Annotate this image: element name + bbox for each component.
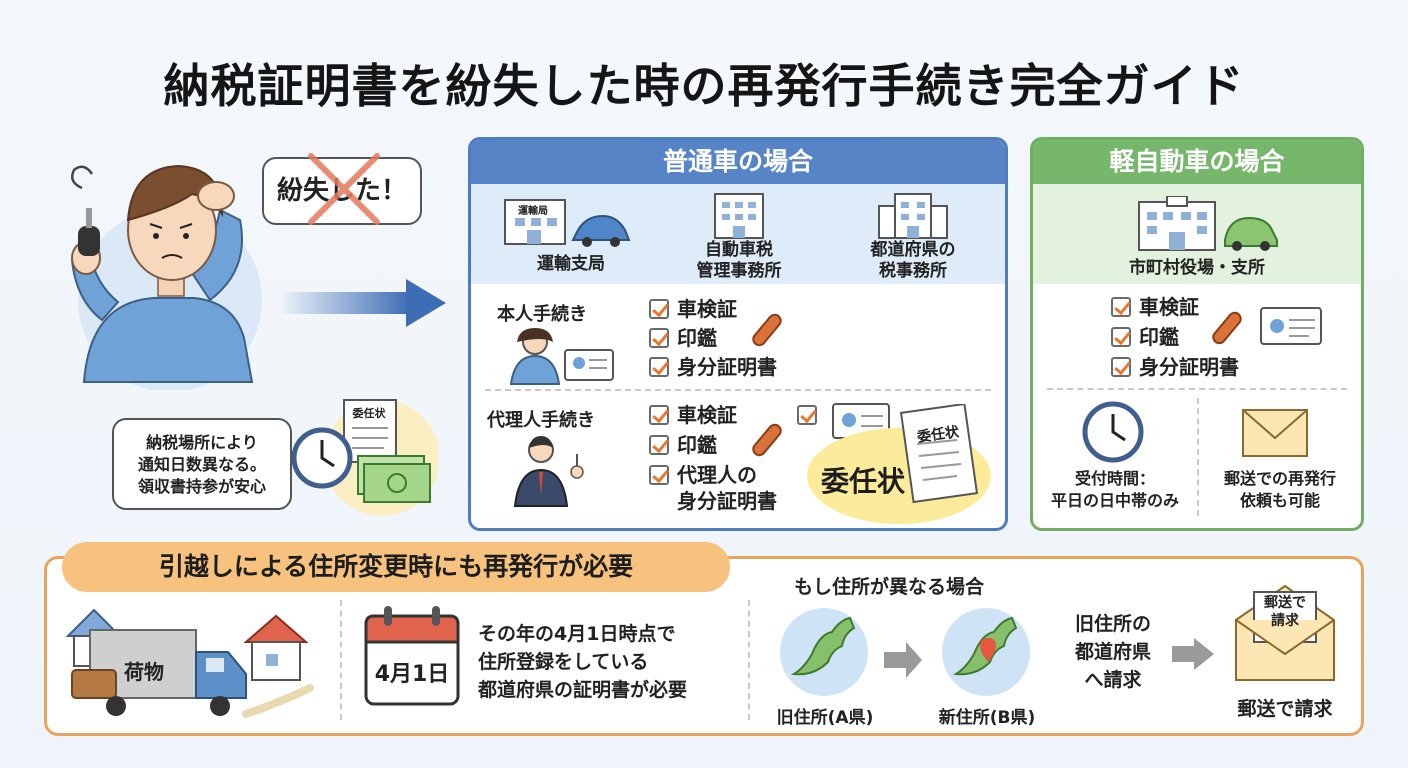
seal-stamp-icon <box>752 313 782 347</box>
column-divider <box>748 600 750 720</box>
clock-icon <box>1082 401 1144 463</box>
envelope-icon <box>1242 409 1308 457</box>
checkbox-icon <box>649 328 669 348</box>
kei-item-3: 身分証明書 <box>1111 354 1239 380</box>
proxy-item-3: 代理人の 身分証明書 <box>649 462 777 514</box>
flow-arrow-head <box>406 279 446 327</box>
proxy-item-2: 印鑑 <box>649 432 717 458</box>
flow-arrow-shaft <box>278 292 410 314</box>
proxy-procedure-label: 代理人手続き <box>487 410 595 431</box>
self-item-1: 車検証 <box>649 296 737 322</box>
regular-car-header: 普通車の場合 <box>471 140 1005 184</box>
city-hall-car-icon <box>1138 196 1278 251</box>
kei-car-panel: 軽自動車の場合 市町村役場・支所 車検証 印鑑 身分証明書 受付時間： 平日の日… <box>1030 137 1364 531</box>
request-old-prefecture: 旧住所の 都道府県 へ請求 <box>1074 613 1151 691</box>
tax-office-building-icon <box>714 193 764 239</box>
checkbox-icon <box>649 435 669 455</box>
mail-request-note: 郵送での再発行 依頼も可能 <box>1223 469 1336 510</box>
checkbox-icon <box>1111 357 1131 377</box>
seal-stamp-icon <box>1212 311 1242 345</box>
self-item-3: 身分証明書 <box>649 354 777 380</box>
checkbox-icon <box>649 405 669 425</box>
page-title: 納税証明書を紛失した時の再発行手続き完全ガイド <box>163 59 1245 113</box>
kei-item-1: 車検証 <box>1111 294 1199 320</box>
office-label-auto-tax: 自動車税 管理事務所 <box>696 240 782 281</box>
transport-office-icon <box>504 199 631 247</box>
diff-address-heading: もし住所が異なる場合 <box>794 576 985 598</box>
calendar-icon <box>364 606 460 706</box>
office-label-transport: 運輸支局 <box>537 254 605 274</box>
self-item-2: 印鑑 <box>649 325 717 351</box>
checkbox-icon <box>649 299 669 319</box>
residence-rule: その年の4月1日時点で 住所登録をしている 都道府県の証明書が必要 <box>478 623 688 701</box>
office-sign: 運輸局 <box>518 206 548 217</box>
section-divider <box>1047 388 1347 390</box>
office-label-prefecture: 都道府県の 税事務所 <box>870 240 956 281</box>
checkbox-icon <box>1111 327 1131 347</box>
id-card-icon <box>1260 307 1322 345</box>
kei-item-2: 印鑑 <box>1111 324 1179 350</box>
city-hall-label: 市町村役場・支所 <box>1129 258 1265 278</box>
moving-truck-illustration <box>65 608 314 718</box>
kei-office-band: 市町村役場・支所 <box>1033 184 1361 284</box>
prefecture-map-illustration <box>780 608 1030 696</box>
self-person-id-icon <box>509 328 614 385</box>
section-divider <box>485 389 991 391</box>
poa-label: 委任状 <box>821 465 906 498</box>
column-divider <box>1197 398 1199 516</box>
checkbox-icon <box>797 405 817 425</box>
cross-mark-icon <box>308 153 380 225</box>
calendar-date: 4月1日 <box>374 662 450 687</box>
note-bubble: 納税場所により 通知日数異なる。 領収書持参が安心 <box>112 418 292 510</box>
checkbox-icon <box>1111 297 1131 317</box>
checkbox-icon <box>649 357 669 377</box>
worried-person-illustration <box>70 164 262 390</box>
self-procedure-label: 本人手続き <box>497 304 587 325</box>
old-address-label: 旧住所(A県) <box>776 708 874 728</box>
kei-car-header: 軽自動車の場合 <box>1033 140 1361 184</box>
moving-title: 引越しによる住所変更時にも再発行が必要 <box>62 542 730 592</box>
mail-request-label: 郵送で請求 <box>1237 698 1333 720</box>
reception-hours: 受付時間： 平日の日中帯のみ <box>1050 469 1179 510</box>
checkbox-icon <box>649 465 669 485</box>
clock-money-illustration <box>291 399 438 516</box>
envelope-note: 郵送で 請求 <box>1264 595 1306 629</box>
truck-label: 荷物 <box>124 660 164 684</box>
poa-doc-label: 委任状 <box>352 407 386 420</box>
proxy-item-1: 車検証 <box>649 402 737 428</box>
regular-offices-band: 運輸局 運輸支局 自動車税 管理事務所 都道府県の 税事務所 <box>471 184 1005 284</box>
prefecture-tax-office-icon <box>878 193 948 239</box>
new-address-label: 新住所(B県) <box>938 708 1036 728</box>
poa-check <box>797 402 825 425</box>
column-divider <box>340 600 342 720</box>
poa-document-illustration <box>807 404 991 524</box>
regular-car-panel: 普通車の場合 運輸局 運輸支局 自動車税 管理事務所 <box>468 137 1008 531</box>
right-arrow-icon <box>1172 638 1214 670</box>
proxy-person-icon <box>513 436 584 507</box>
seal-stamp-icon <box>752 423 782 457</box>
mail-envelope-icon <box>1235 584 1335 681</box>
